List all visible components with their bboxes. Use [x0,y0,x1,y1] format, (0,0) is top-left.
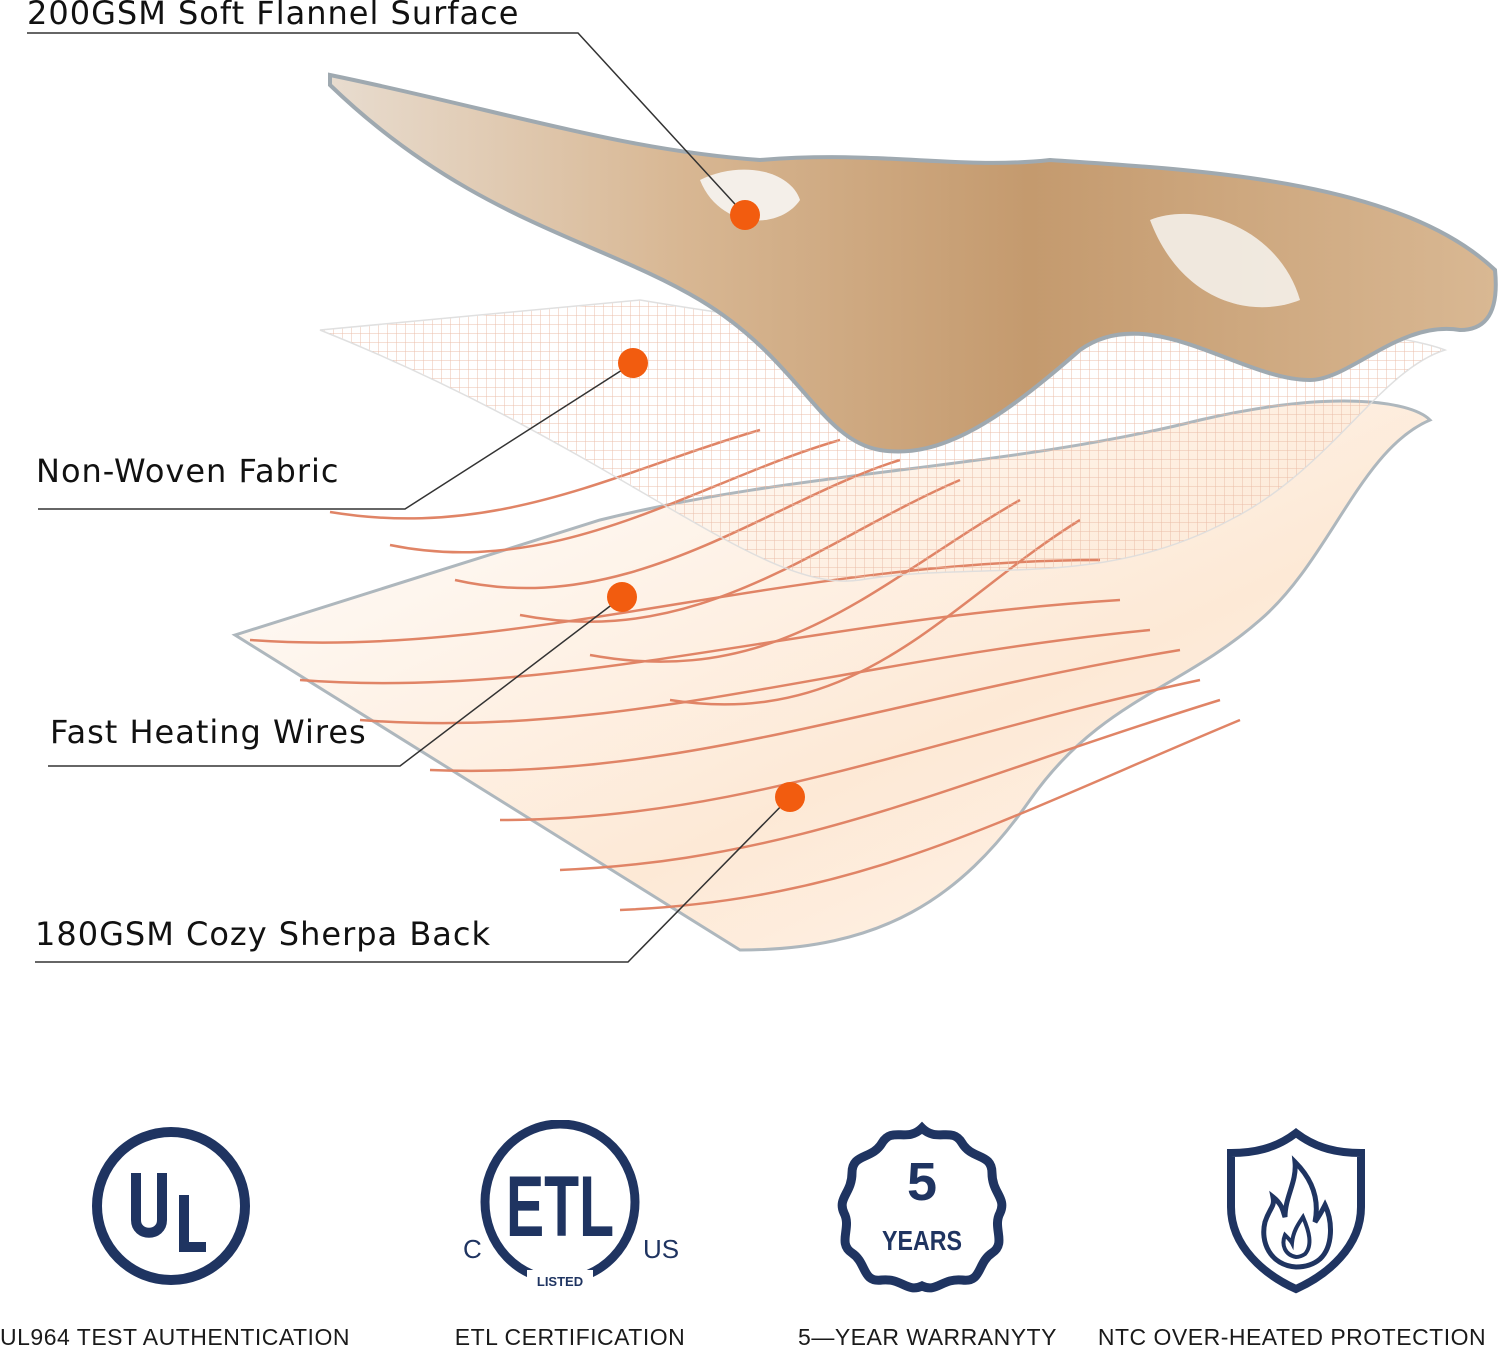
wires-dot [607,582,637,612]
non-woven-dot [618,348,648,378]
label-heating-wires: Fast Heating Wires [50,713,367,751]
caption-ntc-protection: NTC OVER-HEATED PROTECTION [1097,1324,1487,1350]
flannel-dot [730,200,760,230]
flame-shield-icon [1227,1127,1365,1294]
five-years-badge-icon: 5 YEARS [837,1121,1007,1293]
ul-logo-icon [92,1127,250,1285]
label-flannel-surface: 200GSM Soft Flannel Surface [27,0,520,32]
flannel-surface-layer [328,72,1498,454]
svg-text:US: US [643,1234,679,1264]
leader-lines [27,32,791,963]
svg-text:5: 5 [907,1152,937,1212]
svg-text:ETL: ETL [506,1159,614,1255]
caption-etl: ETL CERTIFICATION [454,1324,686,1350]
etl-logo-icon: ETL LISTED C US [463,1120,679,1290]
sherpa-dot [775,782,805,812]
svg-text:LISTED: LISTED [537,1274,583,1289]
caption-warranty: 5—YEAR WARRANYTY [798,1324,1057,1350]
svg-text:C: C [463,1234,482,1264]
svg-text:YEARS: YEARS [882,1225,962,1256]
heating-wires [249,428,1241,912]
caption-ul964: UL964 TEST AUTHENTICATION [0,1324,350,1350]
label-non-woven-fabric: Non-Woven Fabric [36,452,340,490]
layer-marker-dots [607,200,805,812]
label-sherpa-back: 180GSM Cozy Sherpa Back [35,915,492,953]
